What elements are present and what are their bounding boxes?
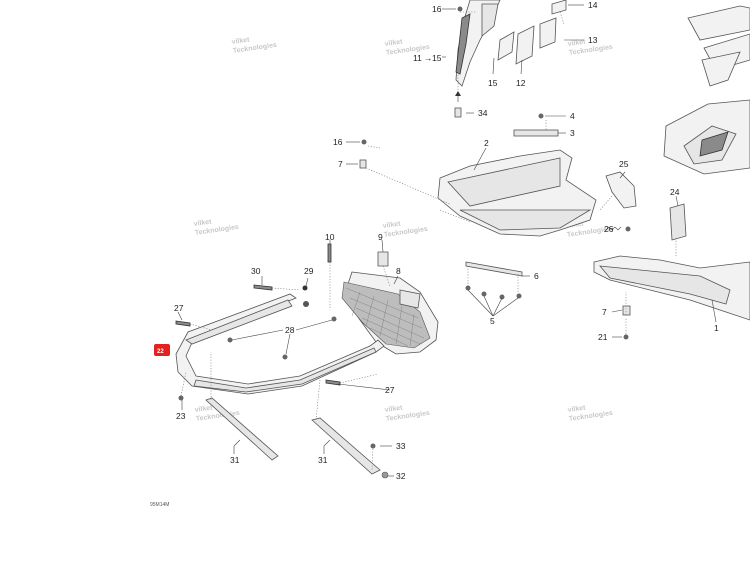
callout-16-b: 16 <box>333 137 343 147</box>
callout-27: 27 <box>174 303 184 313</box>
callout-31: 31 <box>230 455 240 465</box>
watermark: vilket Tecknologies <box>231 36 277 54</box>
bolt-27-a <box>175 320 191 327</box>
nut-32 <box>381 471 389 479</box>
callout-12: 12 <box>516 78 526 88</box>
svg-text:22: 22 <box>157 349 164 355</box>
callout-15-arrow: 15 <box>432 53 442 63</box>
skid-plate-31-right <box>311 417 381 475</box>
side-panel-right <box>663 5 750 175</box>
bumper-bar-22 <box>175 293 385 395</box>
callout-34: 34 <box>478 108 488 118</box>
callout-23: 23 <box>176 411 186 421</box>
callout-10: 10 <box>325 232 335 242</box>
callout-14: 14 <box>588 0 598 10</box>
vent-panel-12 <box>515 25 535 65</box>
bolt-27-b <box>325 379 341 386</box>
fasteners-28 <box>227 316 337 360</box>
svg-text:vilket: vilket <box>567 404 586 414</box>
callout-7: 7 <box>338 159 343 169</box>
svg-text:→: → <box>424 53 433 63</box>
svg-text:vilket: vilket <box>194 404 213 414</box>
clip-7-a <box>359 159 367 169</box>
callout-32: 32 <box>396 471 406 481</box>
spring-26 <box>605 226 631 232</box>
callout-15: 15 <box>488 78 498 88</box>
callout-11: 11 <box>413 53 422 63</box>
vent-panel-13 <box>539 17 557 49</box>
watermark: vilket Tecknologies <box>384 404 430 422</box>
callout-3: 3 <box>570 128 575 138</box>
callout-24: 24 <box>670 187 680 197</box>
bracket-24 <box>669 203 687 241</box>
bolt-4 <box>538 113 544 119</box>
watermark: vilket Tecknologies <box>382 220 428 238</box>
callout-33: 33 <box>396 441 406 451</box>
nut-16-a <box>457 6 463 12</box>
clip-9 <box>377 251 389 267</box>
callout-7-b: 7 <box>602 307 607 317</box>
lower-fascia-1 <box>593 255 750 321</box>
skid-plate-31-left <box>205 397 279 461</box>
callout-4: 4 <box>570 111 575 121</box>
front-fascia-upper <box>455 0 501 87</box>
figure-code: 95M14M <box>150 502 169 508</box>
callout-13: 13 <box>588 35 598 45</box>
callout-8: 8 <box>396 266 401 276</box>
callout-6: 6 <box>534 271 539 281</box>
leader-lines <box>177 4 717 477</box>
bracket-3 <box>513 129 559 137</box>
svg-text:vilket: vilket <box>567 38 586 48</box>
callout-5: 5 <box>490 316 495 326</box>
svg-text:vilket: vilket <box>193 218 212 228</box>
callout-26: 26 <box>604 224 614 234</box>
callout-25: 25 <box>619 159 629 169</box>
callout-1: 1 <box>714 323 719 333</box>
callout-29: 29 <box>304 266 314 276</box>
callout-21: 21 <box>598 332 608 342</box>
hotspot-badge-22[interactable]: 22 <box>154 344 170 356</box>
svg-text:vilket: vilket <box>382 220 401 230</box>
callout-28: 28 <box>285 325 295 335</box>
vent-panel-15 <box>497 31 515 61</box>
svg-text:vilket: vilket <box>384 38 403 48</box>
strip-6 <box>465 261 523 277</box>
grille-8 <box>341 271 439 355</box>
callout-16: 16 <box>432 4 442 14</box>
bolt-30 <box>253 284 273 291</box>
callout-2: 2 <box>484 138 489 148</box>
watermark: vilket Tecknologies <box>567 404 613 422</box>
bumper-panel-2 <box>437 149 597 237</box>
bolt-10 <box>327 243 332 263</box>
assembly-lines <box>180 11 677 471</box>
cap-29 <box>302 285 309 307</box>
callout-31-b: 31 <box>318 455 328 465</box>
bolt-23 <box>178 395 184 401</box>
vent-panel-14 <box>551 0 567 15</box>
nut-16-b <box>361 139 367 145</box>
fasteners-5 <box>465 285 522 300</box>
callout-labels: 16 14 13 11 → 15 15 12 34 4 3 16 2 7 25 … <box>174 0 719 481</box>
svg-text:vilket: vilket <box>384 404 403 414</box>
watermark: vilket Tecknologies <box>193 218 239 236</box>
part-34-clip <box>454 91 462 118</box>
callout-9: 9 <box>378 232 383 242</box>
clip-7-b <box>622 305 631 316</box>
svg-text:vilket: vilket <box>231 36 250 46</box>
callout-27-b: 27 <box>385 385 395 395</box>
bracket-25 <box>605 171 637 209</box>
bolt-21 <box>623 334 629 340</box>
callout-30: 30 <box>251 266 261 276</box>
